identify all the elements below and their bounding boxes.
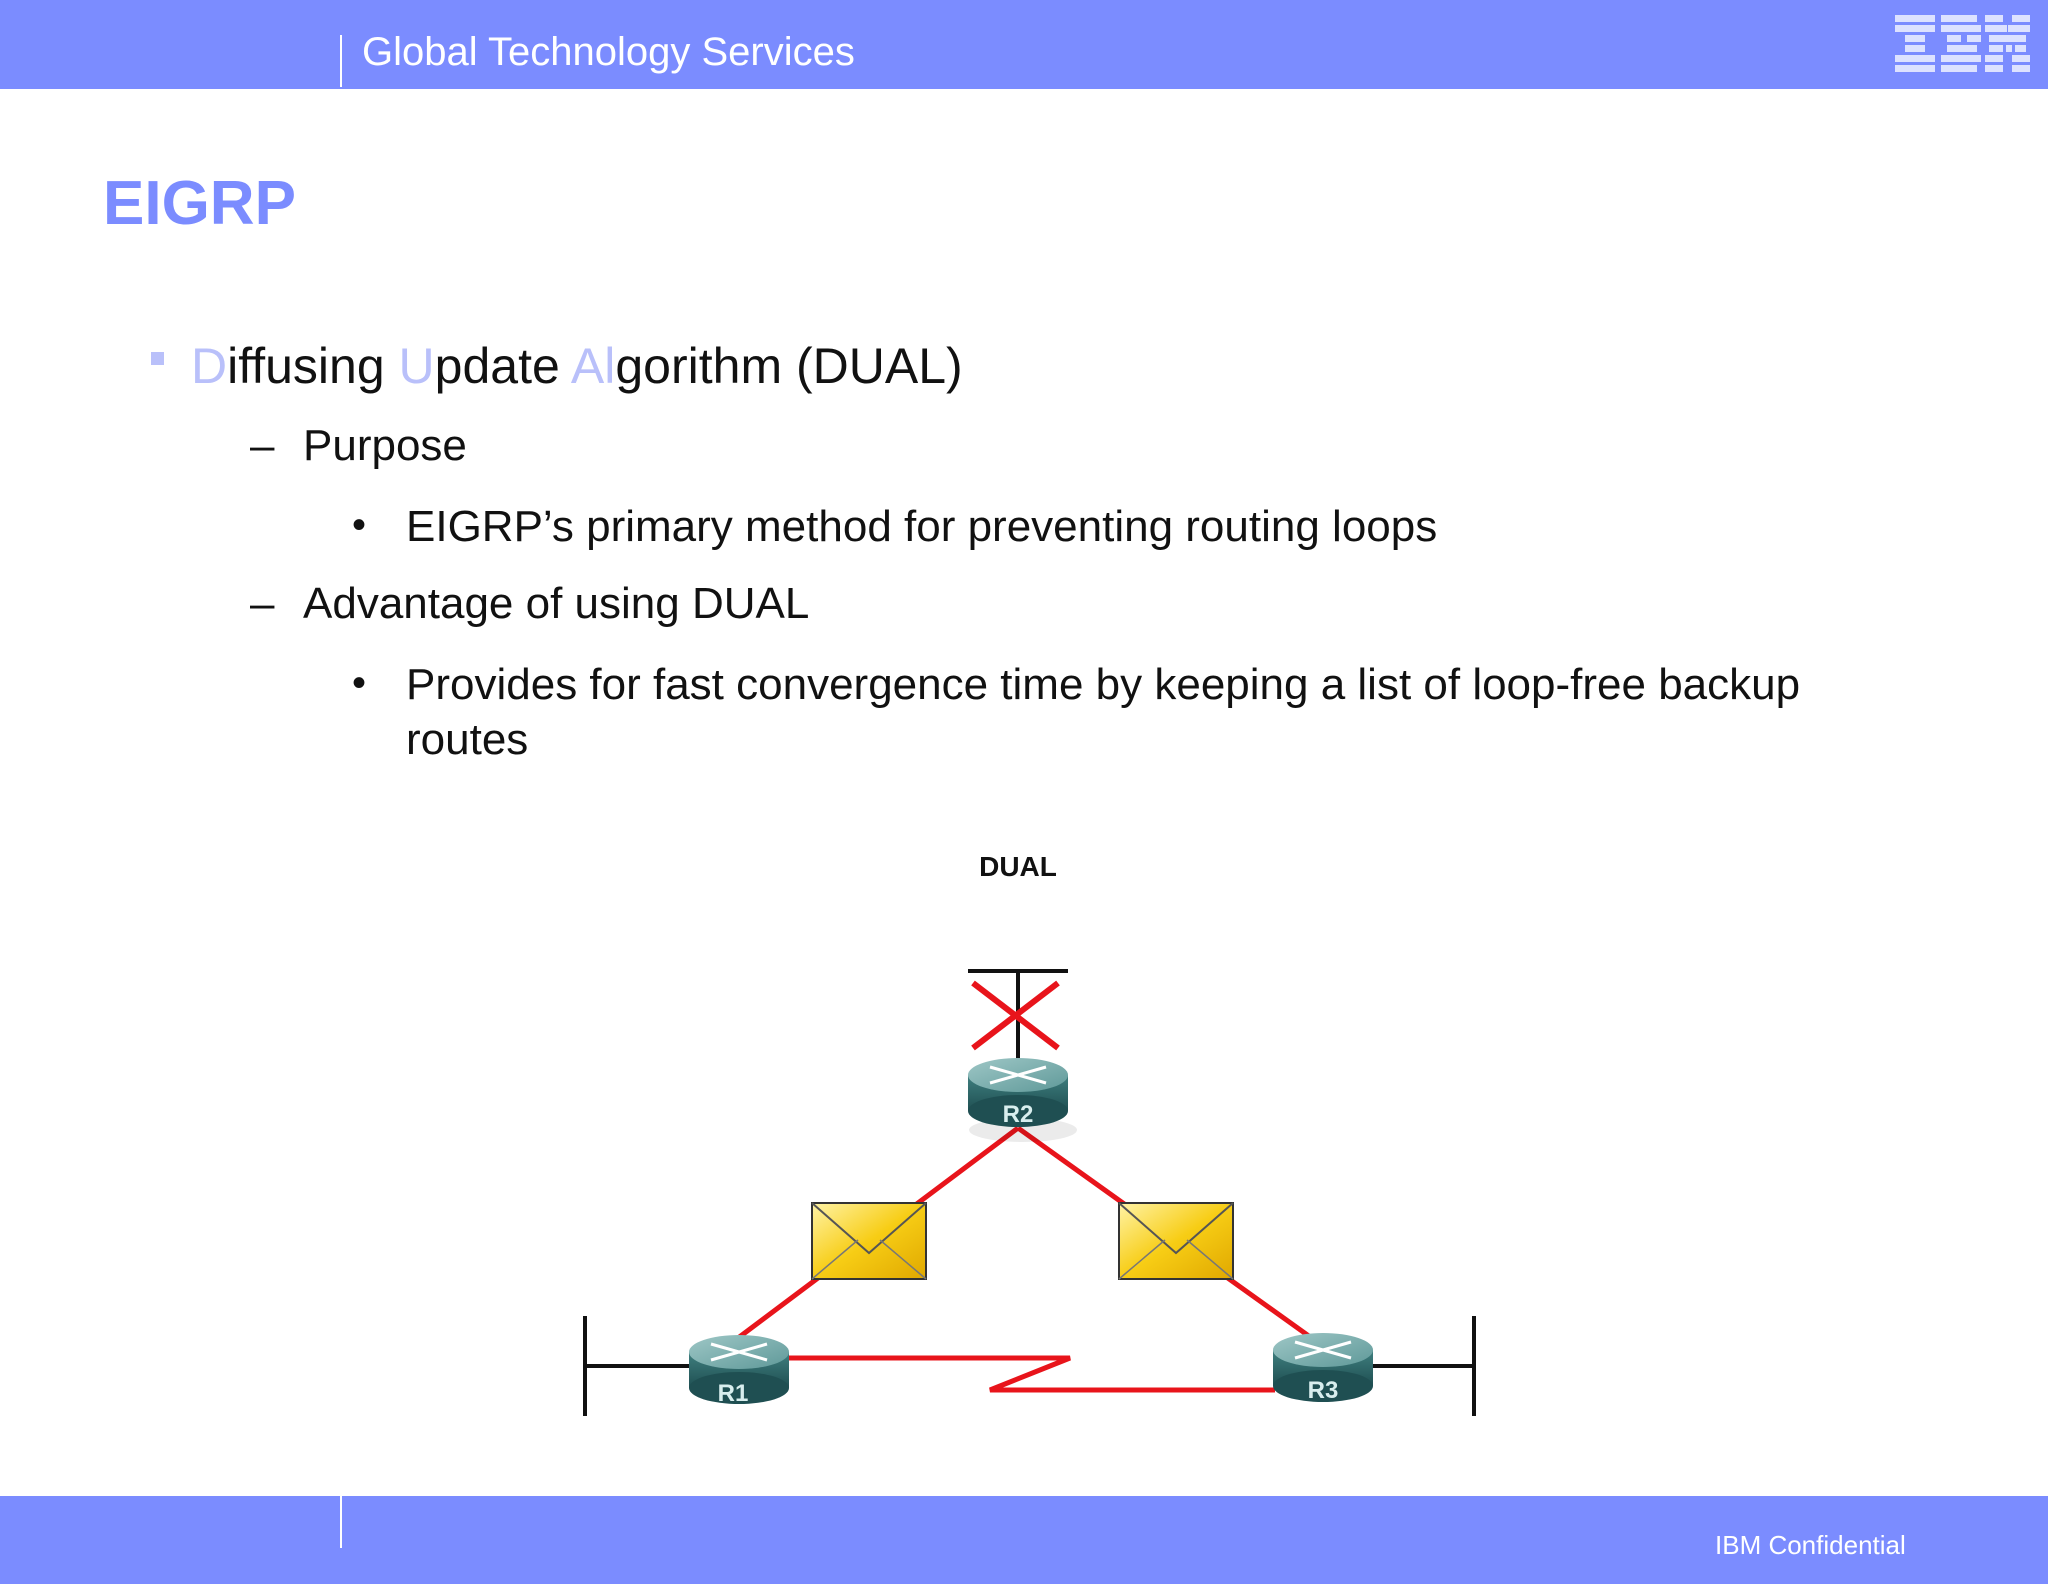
dash-advantage: – [250,579,275,628]
highlight-d: D [191,338,228,394]
router-label-r3: R3 [1308,1377,1339,1404]
update-envelope-icon [811,1202,927,1280]
sub-item-purpose: Purpose [303,421,467,470]
bullet-dot-1: • [352,503,367,547]
main-bullet: Diffusing Update Algorithm (DUAL) [191,337,963,395]
header-brand: Global Technology Services [362,30,855,74]
router-label-r1: R1 [718,1380,749,1407]
text-d-rest: iffusing [227,338,399,394]
router-label-r2: R2 [1003,1101,1034,1128]
highlight-al: Al [570,338,616,394]
serial-link-r1-r3 [785,1355,1275,1393]
header-bar: Global Technology Services [0,0,2048,89]
ibm-logo [1895,15,2030,72]
router-r3-icon: R3 [1273,1333,1373,1404]
text-a-rest: gorithm (DUAL) [615,338,963,394]
purpose-point: EIGRP’s primary method for preventing ro… [406,502,1438,551]
advantage-point: Provides for fast convergence time by ke… [406,660,1801,764]
update-envelope-icon [1118,1202,1234,1280]
bullet-square-icon [151,352,164,365]
diagram-title: DUAL [979,851,1057,882]
highlight-u: U [398,338,435,394]
text-u-rest: pdate [434,338,571,394]
router-r2-icon: R2 [968,1058,1077,1142]
slide-title: EIGRP [103,169,296,238]
footer-divider [340,1496,342,1548]
sub-item-advantage: Advantage of using DUAL [303,579,810,628]
failed-link-cross-icon [971,980,1060,1051]
header-divider [340,35,342,87]
dual-diagram: DUAL R2 [583,851,1476,1416]
router-r1-icon: R1 [689,1335,789,1407]
bullet-dot-2: • [352,661,367,705]
dash-purpose: – [250,421,275,470]
footer-confidential: IBM Confidential [1715,1530,1906,1560]
footer-bar: IBM Confidential [0,1496,2048,1584]
